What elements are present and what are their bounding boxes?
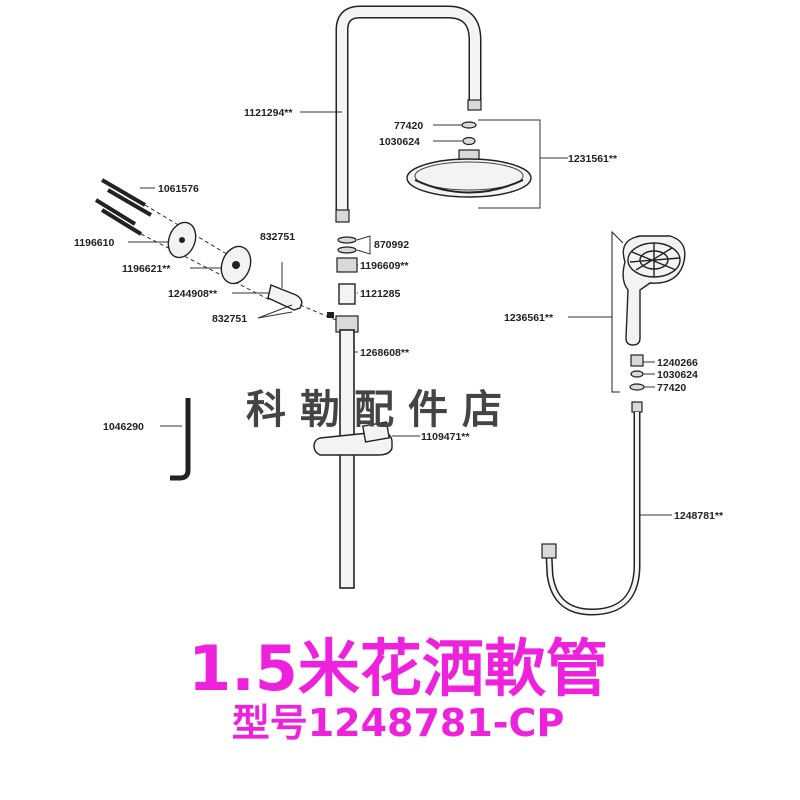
lower-pipe-assembly [313, 236, 393, 589]
watermark-text: 科勒配件店 [246, 386, 516, 433]
label-gasket-hand: 77420 [657, 382, 686, 394]
label-sleeve: 1121285 [360, 288, 400, 300]
banner-title: 1.5米花洒軟管 [188, 632, 608, 705]
sleeve-shape [338, 283, 356, 305]
banner-model: 型号1248781-CP [232, 701, 565, 745]
label-cover-plate: 1196621** [122, 263, 171, 275]
wall-mount-assembly [94, 178, 337, 321]
label-hand-shower: 1236561** [504, 312, 554, 324]
allen-key-shape [170, 398, 191, 481]
gasket-hand-shape [629, 383, 645, 391]
label-gasket-top: 77420 [394, 120, 423, 132]
label-pipe-upper: 1121294** [244, 107, 293, 119]
label-head-shower: 1231561** [568, 153, 618, 165]
leader-lines [128, 111, 672, 516]
label-oring-a: 832751 [260, 231, 295, 243]
filter-hand-shape [630, 370, 644, 378]
adapter-shape [630, 354, 644, 367]
label-elbow: 1244908** [168, 288, 218, 300]
label-adapter: 1240266 [657, 357, 698, 369]
washer-shape-b [337, 246, 357, 254]
label-nut: 1196609** [360, 260, 409, 272]
elbow-shape [267, 284, 303, 311]
hand-shower-shape [622, 235, 686, 346]
washer-shape-a [337, 236, 357, 244]
label-hose: 1248781** [674, 510, 724, 522]
label-filter-hand: 1030624 [657, 369, 698, 381]
label-slider: 1109471** [421, 431, 470, 443]
part-labels: 1121294** 77420 1030624 1231561** 106157… [74, 107, 724, 522]
label-filter-top: 1030624 [379, 136, 420, 148]
label-oring-b: 832751 [212, 313, 247, 325]
label-allen-key: 1046290 [103, 421, 144, 433]
hose-shape [541, 401, 643, 616]
lower-pipe-shape [339, 329, 355, 589]
head-shower-shape [406, 158, 532, 198]
label-wall-screws: 1061576 [158, 183, 199, 195]
wall-screws-shape [94, 178, 153, 236]
riser-pipe [335, 5, 482, 223]
hand-shower-assembly [611, 230, 686, 393]
label-washers: 870992 [374, 239, 409, 251]
head-shower-assembly [406, 121, 532, 198]
nut-shape [336, 257, 358, 273]
gasket-top-shape [461, 121, 477, 129]
label-wall-plate: 1196610 [74, 237, 114, 249]
filter-top-shape [462, 136, 476, 146]
label-pipe-lower: 1268608** [360, 347, 410, 359]
